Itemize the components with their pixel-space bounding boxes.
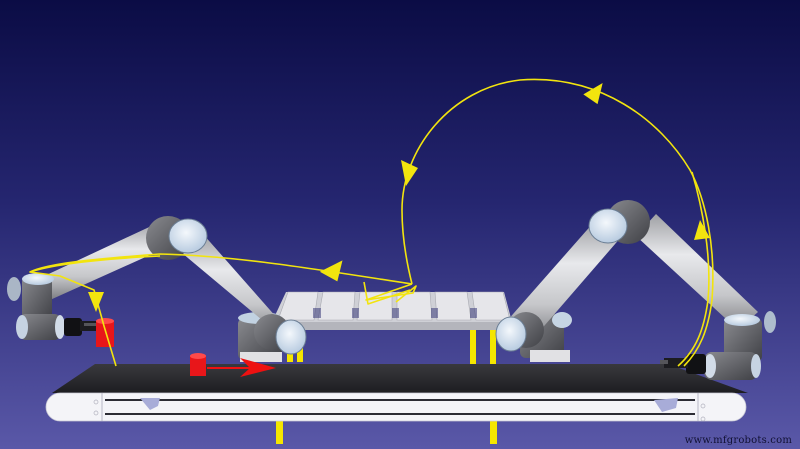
right-robot-arm: [495, 200, 776, 380]
belt-bracket-right: [654, 398, 678, 412]
arrow-down-arc: [401, 160, 418, 186]
left-gripper: [64, 318, 82, 336]
red-part-on-belt: [190, 353, 206, 376]
arrow-down-left: [88, 292, 104, 312]
pallet-table: [268, 291, 516, 330]
arrow-left-pallet: [319, 260, 343, 282]
motion-path: [29, 78, 714, 367]
belt-bracket-left: [140, 398, 160, 410]
conveyor-direction-arrow: [207, 358, 276, 377]
motion-path-arrows: [88, 83, 710, 312]
conveyor-belt: [52, 364, 748, 393]
watermark: www.mfgrobots.com: [684, 435, 792, 446]
arrow-top-arc: [583, 83, 603, 105]
right-gripper: [686, 354, 706, 374]
arrow-up-right: [694, 220, 710, 240]
red-part-gripped: [96, 318, 114, 347]
conveyor: [45, 364, 748, 422]
